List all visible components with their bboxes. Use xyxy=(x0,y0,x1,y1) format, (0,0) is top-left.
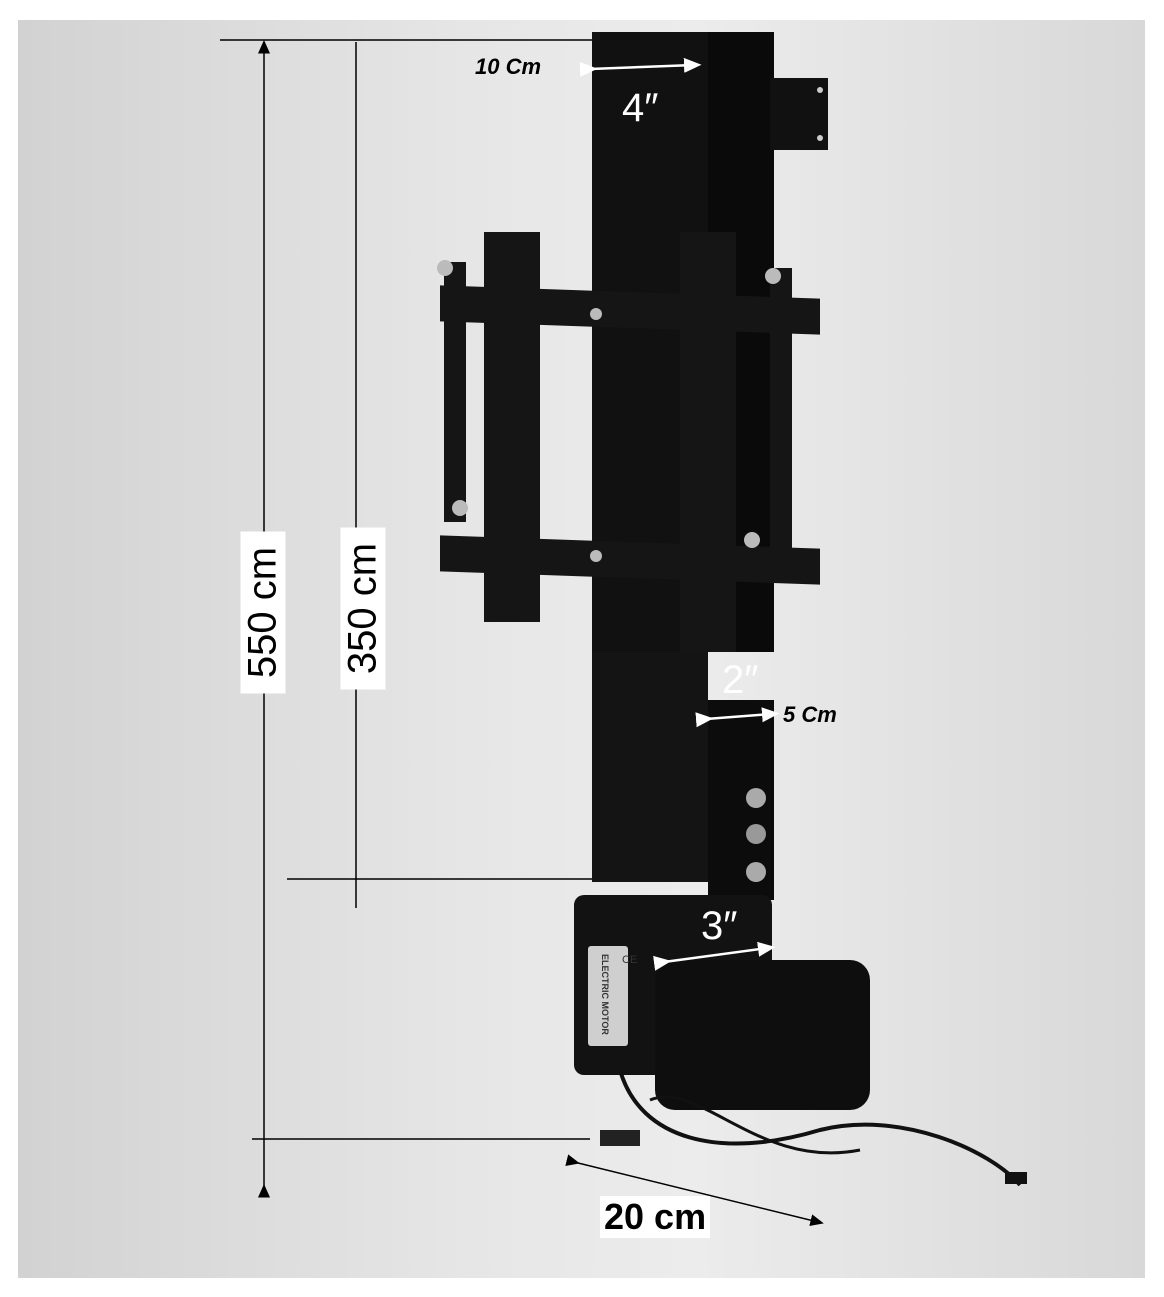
top-width-inch-label: 4″ xyxy=(622,86,659,130)
total-height-label: 550 cm xyxy=(240,531,286,694)
motor-width-inch-label: 3″ xyxy=(701,904,738,948)
top-width-cm-label: 10 Cm xyxy=(475,54,542,79)
motor-label-title: ELECTRIC MOTOR xyxy=(600,954,610,1035)
dimension-lines xyxy=(220,39,824,1227)
electric-motor xyxy=(574,895,1027,1187)
depth-inch-label: 2″ xyxy=(722,658,759,702)
tv-mount-bracket xyxy=(437,232,820,652)
ce-mark: CE xyxy=(622,954,638,966)
stroke-height-label: 350 cm xyxy=(340,527,386,690)
depth-cm-label: 5 Cm xyxy=(783,702,837,727)
motor-nameplate: ELECTRIC MOTOR CE xyxy=(588,946,637,1046)
base-length-label: 20 cm xyxy=(600,1196,711,1238)
